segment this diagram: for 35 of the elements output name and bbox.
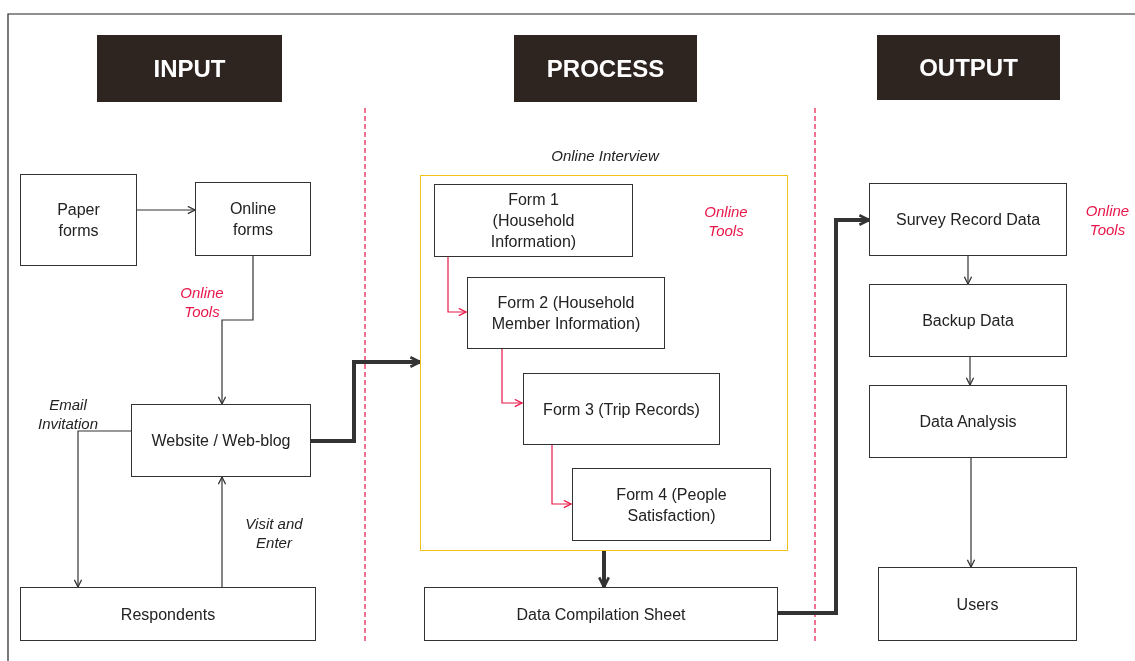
- process-box: Form 2 (Household Member Information): [467, 277, 665, 349]
- arrow: [136, 205, 196, 215]
- edge-label: Visit and Enter: [244, 514, 304, 552]
- edge-label: Email Invitation: [36, 395, 99, 433]
- arrow: [963, 255, 973, 285]
- section-header: PROCESS: [514, 35, 697, 102]
- thick-arrow: [778, 213, 871, 615]
- process-box: Website / Web-blog: [131, 404, 311, 477]
- group-heading: Online Interview: [550, 146, 661, 165]
- thick-arrow: [597, 551, 611, 589]
- section-header: OUTPUT: [877, 35, 1060, 100]
- process-box: Online forms: [195, 182, 311, 256]
- process-box: Paper forms: [20, 174, 137, 266]
- tool-note: Online Tools: [703, 202, 749, 240]
- arrow: [966, 457, 976, 568]
- edge-label: Online Tools: [179, 283, 225, 321]
- process-box: Data Analysis: [869, 385, 1067, 458]
- process-box: Respondents: [20, 587, 316, 641]
- arrow: [73, 430, 132, 588]
- arrow: [501, 347, 523, 408]
- process-box: Survey Record Data: [869, 183, 1067, 256]
- process-box: Users: [878, 567, 1077, 641]
- section-header: INPUT: [97, 35, 282, 102]
- thick-arrow: [311, 355, 422, 443]
- arrow: [965, 356, 975, 386]
- arrow: [447, 255, 467, 317]
- arrow: [217, 476, 227, 588]
- process-box: Backup Data: [869, 284, 1067, 357]
- process-box: Form 3 (Trip Records): [523, 373, 720, 445]
- process-box: Data Compilation Sheet: [424, 587, 778, 641]
- arrow: [551, 443, 572, 509]
- arrow: [217, 255, 254, 405]
- process-box: Form 4 (People Satisfaction): [572, 468, 771, 541]
- tool-note: Online Tools: [1084, 201, 1131, 239]
- process-box: Form 1 (Household Information): [434, 184, 633, 257]
